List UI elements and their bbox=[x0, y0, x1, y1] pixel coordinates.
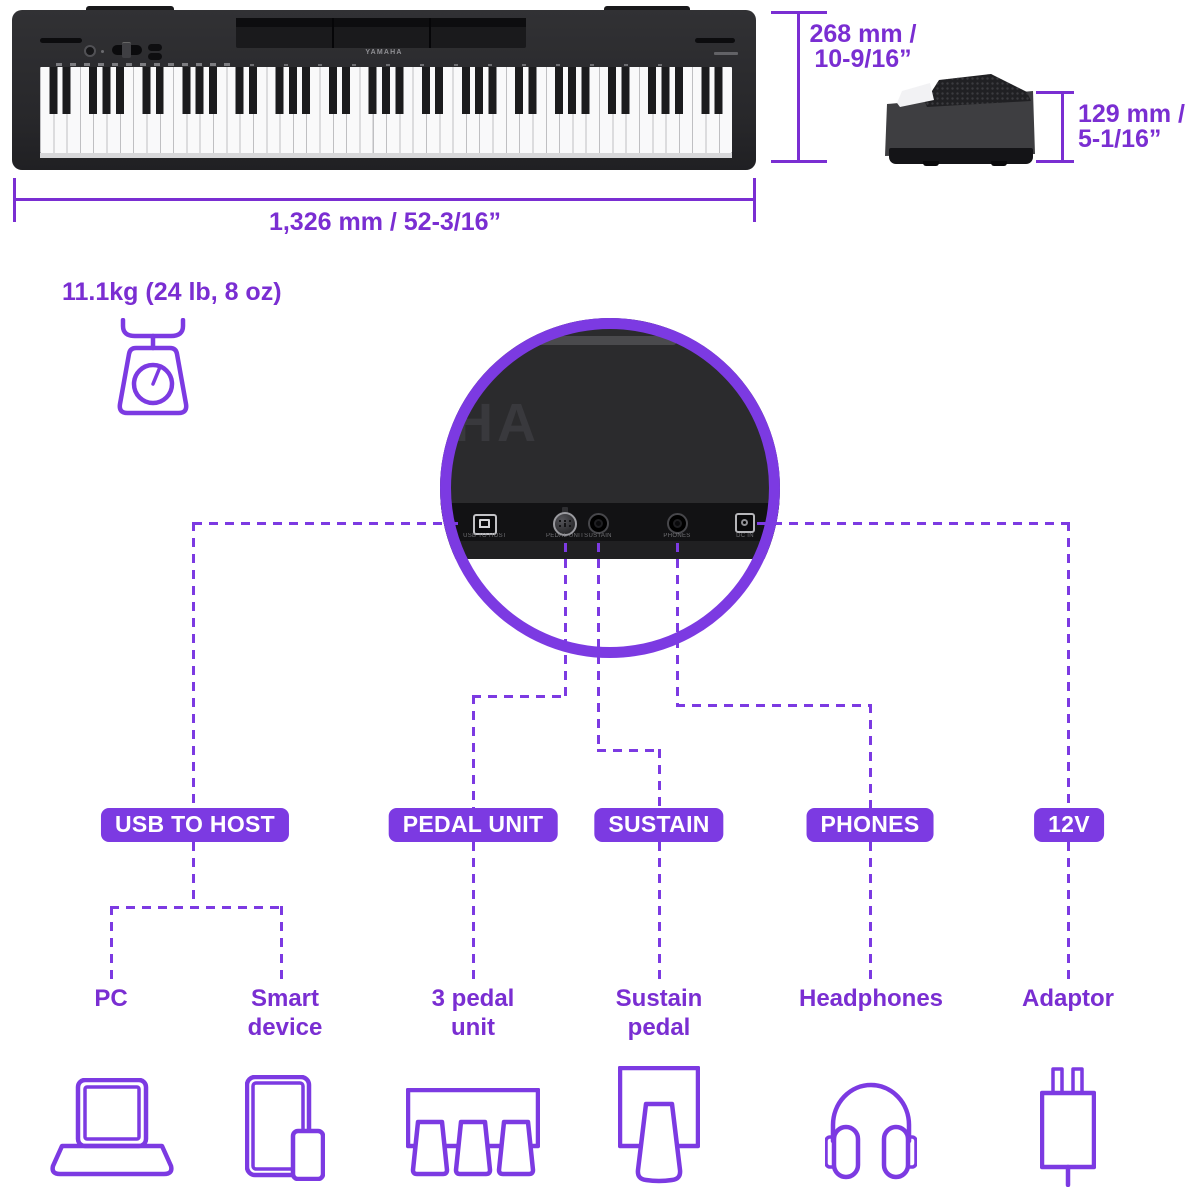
rear-embossed-brand: HA bbox=[454, 393, 540, 453]
sustain-badge: SUSTAIN bbox=[594, 808, 724, 842]
rear-panel-callout: HA USB TO HOST PEDAL UNIT SUSTAIN PHONES… bbox=[440, 318, 780, 658]
usb-connector bbox=[193, 522, 464, 525]
rear-top-edge bbox=[513, 336, 677, 345]
height-dim-line bbox=[1061, 91, 1064, 163]
power-button bbox=[84, 45, 96, 57]
tablet-phone-icon bbox=[245, 1075, 325, 1181]
adaptor-label: Adaptor bbox=[1022, 985, 1114, 1012]
side-foot-right bbox=[991, 161, 1007, 166]
pedal-port-label: PEDAL UNIT bbox=[545, 533, 585, 539]
left-speaker-slit bbox=[40, 38, 82, 43]
depth-dim-line bbox=[797, 11, 800, 163]
power-connector bbox=[1067, 842, 1070, 980]
pedal-connector bbox=[472, 842, 475, 980]
headphones-label: Headphones bbox=[798, 985, 944, 1012]
sustain-connector bbox=[658, 842, 661, 980]
pc-branch-connector bbox=[110, 906, 113, 980]
width-dim-line bbox=[13, 198, 756, 201]
power-connector bbox=[1067, 522, 1070, 810]
function-button-top bbox=[148, 44, 162, 51]
model-name-plate bbox=[714, 52, 738, 55]
black-keys bbox=[40, 67, 732, 114]
piano-body: YAMAHA bbox=[12, 10, 756, 170]
smart-branch-connector bbox=[280, 906, 283, 980]
sustain-port-label: SUSTAIN bbox=[584, 533, 612, 539]
three-pedal-unit-icon bbox=[406, 1088, 540, 1177]
pedal-unit-label: 3 pedal unit bbox=[431, 985, 515, 1041]
key-function-print bbox=[56, 63, 238, 66]
rear-bottom-edge bbox=[440, 541, 780, 559]
laptop-icon bbox=[50, 1078, 174, 1177]
side-base bbox=[889, 148, 1033, 164]
right-speaker-slit bbox=[695, 38, 735, 43]
usb-connector bbox=[192, 842, 195, 908]
usb-split-connector bbox=[110, 906, 282, 909]
pc-label: PC bbox=[94, 985, 128, 1012]
dc-in-port bbox=[735, 513, 755, 533]
power-adaptor-icon bbox=[1040, 1067, 1096, 1187]
pedal-connector bbox=[564, 543, 567, 697]
usb-connector bbox=[192, 522, 195, 808]
phones-connector bbox=[676, 704, 872, 707]
sustain-pedal-icon bbox=[618, 1066, 700, 1184]
key-function-print-sparse bbox=[250, 64, 680, 66]
sustain-connector bbox=[597, 543, 600, 751]
volume-knob bbox=[122, 42, 131, 58]
scale-icon bbox=[117, 318, 189, 416]
pedal-connector bbox=[472, 695, 475, 810]
power-connector bbox=[757, 522, 1069, 525]
usb-port-label: USB TO HOST bbox=[463, 533, 507, 539]
sustain-pedal-label: Sustain pedal bbox=[615, 985, 703, 1041]
indicator-led bbox=[101, 50, 104, 53]
smart-device-label: Smart device bbox=[247, 985, 323, 1041]
phones-connector bbox=[676, 543, 679, 706]
sustain-connector bbox=[597, 749, 661, 752]
height-dim-tick-top bbox=[1036, 91, 1074, 94]
weight-label: 11.1kg (24 lb, 8 oz) bbox=[62, 278, 282, 306]
yamaha-logo: YAMAHA bbox=[365, 49, 403, 56]
side-foot-left bbox=[923, 161, 939, 166]
music-rest bbox=[236, 18, 526, 48]
width-dim-label: 1,326 mm / 52-3/16” bbox=[268, 208, 502, 236]
phones-port-label: PHONES bbox=[663, 533, 691, 539]
volume-slider bbox=[112, 42, 142, 58]
phones-connector bbox=[869, 704, 872, 810]
depth-dim-label: 268 mm / 10-9/16” bbox=[809, 20, 917, 73]
phones-connector bbox=[869, 842, 872, 980]
power-badge: 12V bbox=[1034, 808, 1104, 842]
pedal-unit-badge: PEDAL UNIT bbox=[388, 808, 558, 842]
height-dim-tick-bottom bbox=[1036, 160, 1074, 163]
headphones-icon bbox=[825, 1082, 917, 1180]
pedal-connector bbox=[472, 695, 567, 698]
piano-side-view bbox=[885, 66, 1037, 166]
dc-port-label: DC IN bbox=[736, 533, 754, 539]
sustain-jack bbox=[588, 513, 609, 534]
phones-jack bbox=[667, 513, 688, 534]
usb-to-host-badge: USB TO HOST bbox=[100, 808, 290, 842]
height-dim-label: 129 mm / 5-1/16” bbox=[1078, 100, 1186, 153]
usb-to-host-port bbox=[473, 514, 497, 535]
pedal-unit-port bbox=[553, 512, 577, 536]
sustain-connector bbox=[658, 749, 661, 810]
pedal-din-notch bbox=[562, 507, 568, 513]
keybed-lip bbox=[40, 153, 732, 158]
function-button-bottom bbox=[148, 53, 162, 60]
phones-badge: PHONES bbox=[806, 808, 934, 842]
